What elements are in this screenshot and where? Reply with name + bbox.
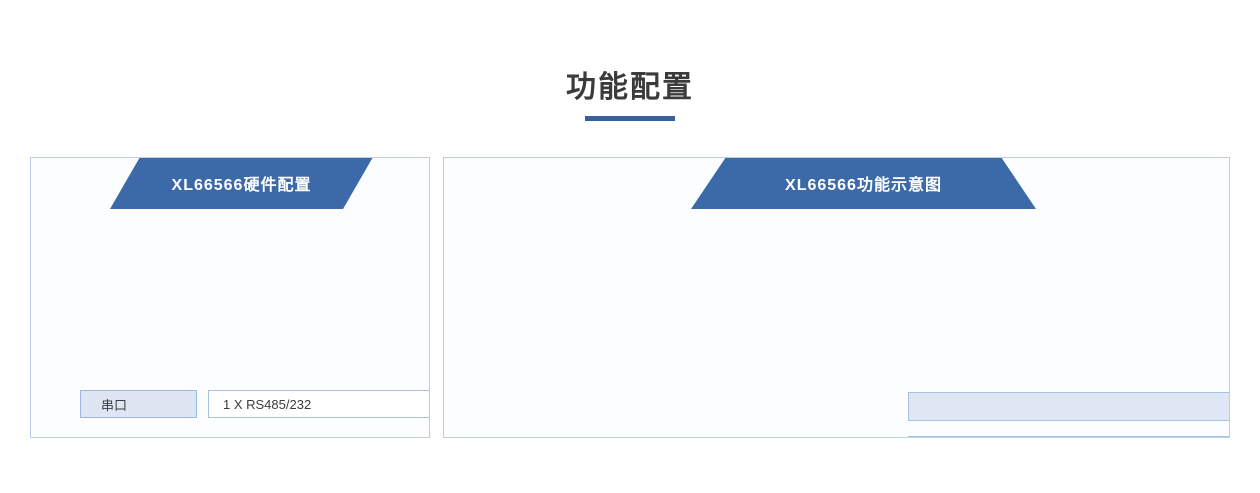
communication-interface-bar: 通信接口	[908, 436, 1229, 437]
title-underline-rule	[585, 116, 675, 121]
hardware-config-banner-label: XL66566硬件配置	[171, 176, 312, 194]
config-row-value: 1 X RS485/232	[208, 390, 429, 418]
hardware-config-banner: XL66566硬件配置	[110, 158, 373, 209]
transparent-transmission-bar: 通信透传	[908, 392, 1229, 421]
page-title: 功能配置	[566, 71, 694, 104]
function-diagram-panel: XL66566功能示意图 通信透传 通信接口 RS485 BT（配置）	[443, 157, 1230, 438]
config-row-label: 串口	[80, 390, 197, 418]
function-diagram-banner: XL66566功能示意图	[691, 158, 1036, 209]
function-diagram-banner-label: XL66566功能示意图	[785, 176, 942, 194]
hardware-config-panel: XL66566硬件配置 串口 1 X RS485/232 配置接口 1 X BT…	[30, 157, 430, 438]
